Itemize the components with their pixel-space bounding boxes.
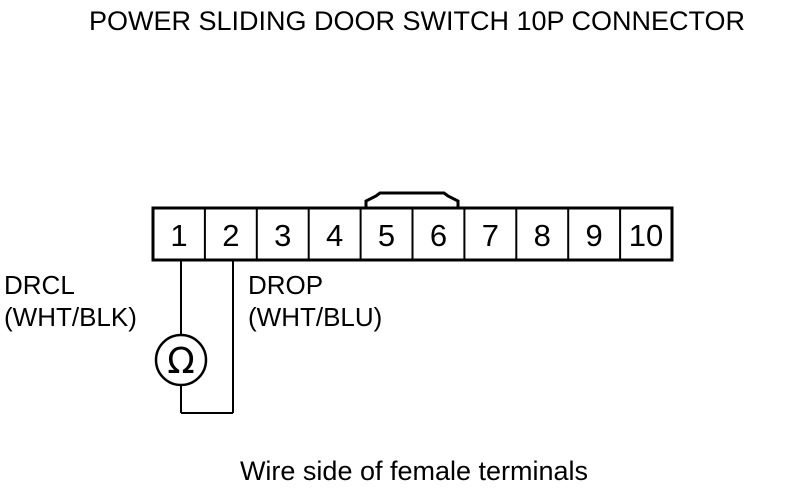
pin-label-2: 2 [222, 218, 239, 253]
pin-dividers [203, 208, 622, 260]
pin-label-9: 9 [586, 218, 603, 253]
pin-label-4: 4 [326, 218, 343, 253]
drop-wire-color: (WHT/BLU) [248, 302, 383, 332]
drop-wire-name: DROP [248, 270, 324, 300]
ohm-symbol: Ω [167, 341, 195, 382]
pin-label-10: 10 [629, 218, 663, 253]
pin-label-8: 8 [534, 218, 551, 253]
diagram-caption: Wire side of female terminals [239, 456, 589, 486]
diagram-title: POWER SLIDING DOOR SWITCH 10P CONNECTOR [88, 6, 746, 36]
pin-label-5: 5 [378, 218, 395, 253]
connector-lock-tab [364, 191, 460, 209]
pin-label-1: 1 [170, 218, 187, 253]
pin-label-7: 7 [482, 218, 499, 253]
drcl-wire-name: DRCL [4, 270, 75, 300]
pin-label-3: 3 [274, 218, 291, 253]
drcl-wire-color: (WHT/BLK) [4, 302, 137, 332]
pin-label-6: 6 [430, 218, 447, 253]
